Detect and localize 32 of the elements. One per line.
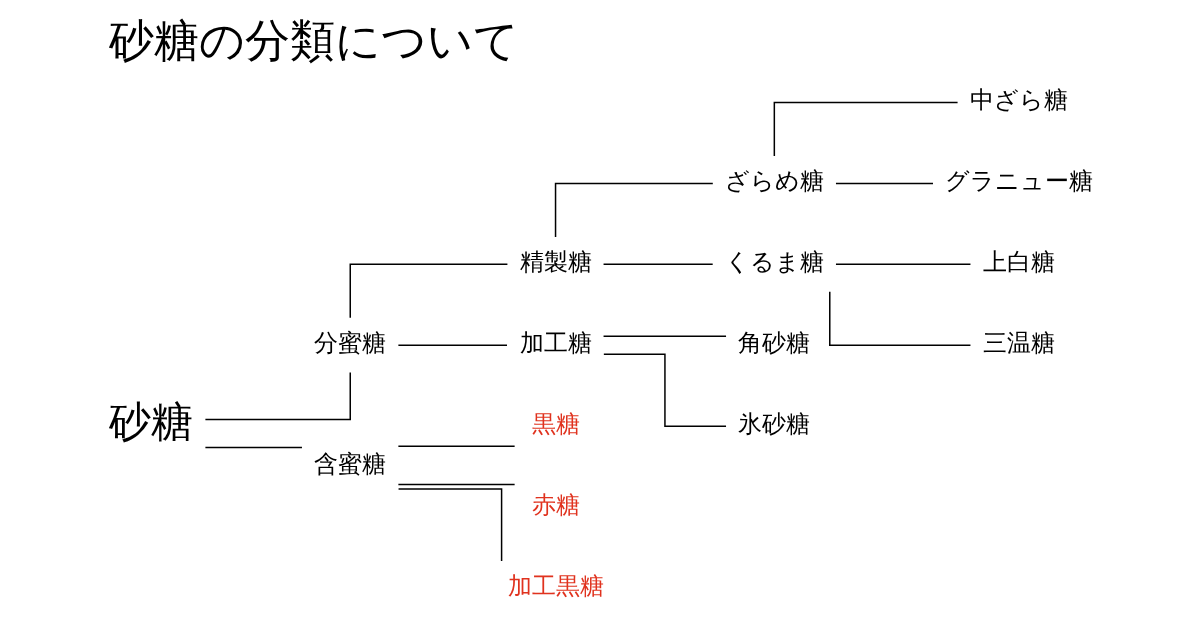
connector bbox=[397, 483, 515, 486]
diagram-title: 砂糖の分類について bbox=[108, 14, 519, 67]
node-text: 分蜜糖 bbox=[313, 328, 386, 357]
node-text: 三温糖 bbox=[982, 328, 1055, 357]
connector bbox=[602, 353, 727, 427]
connector bbox=[397, 488, 502, 562]
node-text: 上白糖 bbox=[982, 247, 1055, 276]
connector bbox=[602, 263, 713, 266]
node-text: 含蜜糖 bbox=[313, 450, 386, 479]
node-text: 砂糖 bbox=[108, 397, 193, 447]
connector bbox=[773, 101, 958, 157]
connector bbox=[554, 182, 714, 238]
node-text: 加工黒糖 bbox=[507, 571, 604, 600]
node-text: 角砂糖 bbox=[737, 328, 810, 357]
connector bbox=[204, 371, 351, 421]
node-text: 精製糖 bbox=[519, 247, 592, 276]
connector bbox=[834, 182, 934, 185]
connector bbox=[828, 290, 971, 346]
node-text: 中ざら糖 bbox=[969, 86, 1068, 115]
connector bbox=[397, 445, 515, 448]
node-text: ざらめ糖 bbox=[724, 167, 824, 196]
node-text: 氷砂糖 bbox=[737, 409, 810, 438]
connector bbox=[349, 263, 508, 319]
connector bbox=[602, 335, 727, 337]
node-text: 加工糖 bbox=[519, 328, 592, 357]
connector bbox=[397, 344, 508, 346]
connector bbox=[204, 446, 303, 449]
node-text: くるま糖 bbox=[724, 247, 824, 276]
node-text: グラニュー糖 bbox=[944, 167, 1093, 196]
node-text: 赤糖 bbox=[531, 490, 580, 519]
connector bbox=[834, 263, 971, 266]
node-text: 黒糖 bbox=[531, 409, 580, 438]
